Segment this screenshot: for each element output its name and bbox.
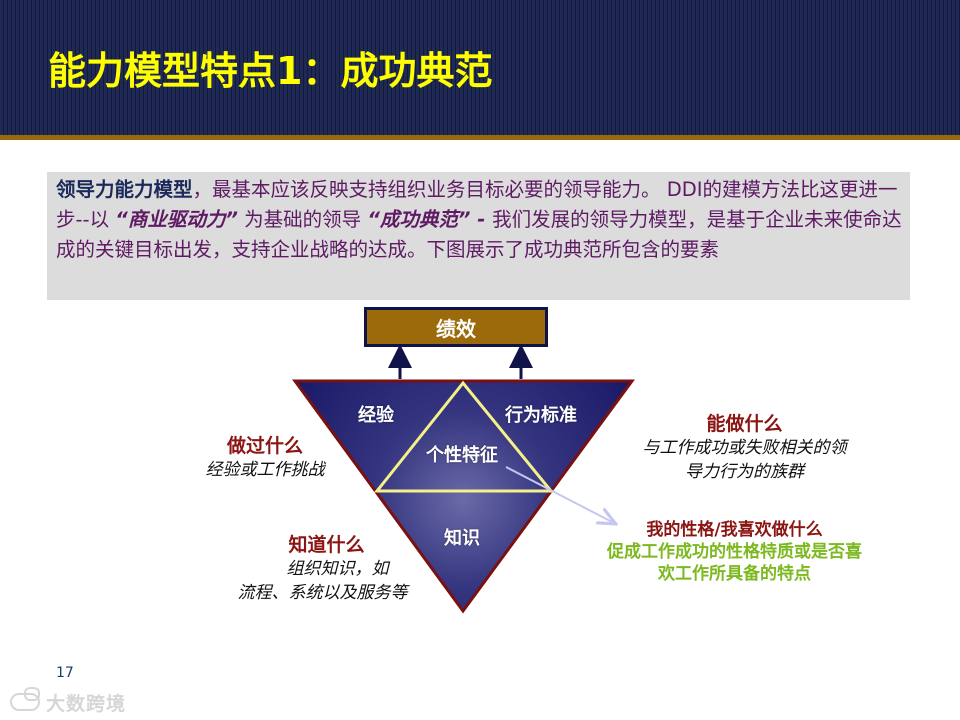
performance-box: 绩效 <box>364 307 548 347</box>
performance-label: 绩效 <box>436 316 476 341</box>
what-know-desc-1: 组织知识，如 <box>286 559 389 579</box>
page-number: 17 <box>56 665 74 681</box>
intro-lead: 领导力能力模型 <box>56 178 193 201</box>
segment-behavior-standard: 行为标准 <box>505 405 577 426</box>
what-can-do-block: 能做什么 与工作成功或失败相关的领 导力行为的族群 <box>612 412 877 484</box>
what-know-desc-2: 流程、系统以及服务等 <box>237 583 408 603</box>
what-have-done-block: 做过什么 经验或工作挑战 <box>175 434 355 482</box>
personality-desc-1: 促成工作成功的性格特质或是否喜 <box>607 542 862 562</box>
title-banner <box>0 0 960 135</box>
segment-personality: 个性特征 <box>426 445 498 466</box>
what-can-do-title: 能做什么 <box>706 413 783 435</box>
personality-title: 我的性格/我喜欢做什么 <box>646 520 823 540</box>
watermark: 大数跨境 <box>10 687 127 715</box>
watermark-logo-icon <box>10 687 40 711</box>
intro-emphasis-success-profile: “成功典范” - <box>367 208 493 231</box>
what-know-block: 知道什么 组织知识，如 流程、系统以及服务等 <box>215 533 430 605</box>
segment-knowledge: 知识 <box>444 528 480 549</box>
watermark-text: 大数跨境 <box>46 692 127 715</box>
title-underline <box>0 135 960 140</box>
inner-personality-triangle <box>373 380 555 493</box>
intro-text-2: 为基础的领导 <box>237 208 368 231</box>
intro-text-1: ，最基本应该反映支持组织业务目标必要的领导能力。 DDI的建模方法比这更进一步-… <box>56 178 898 231</box>
intro-text-box: 领导力能力模型，最基本应该反映支持组织业务目标必要的领导能力。 DDI的建模方法… <box>47 172 910 300</box>
intro-text-3: 我们发展的领导力模型，是基于企业未来使命达成的关键目标出发，支持企业战略的达成。… <box>56 208 902 261</box>
segment-experience: 经验 <box>358 405 394 426</box>
what-have-done-desc: 经验或工作挑战 <box>205 460 325 480</box>
what-can-do-desc-1: 与工作成功或失败相关的领 <box>642 438 847 458</box>
personality-desc-2: 欢工作所具备的特点 <box>658 564 811 584</box>
what-can-do-desc-2: 导力行为的族群 <box>685 462 804 482</box>
pointer-arrow-icon <box>505 466 614 523</box>
personality-block: 我的性格/我喜欢做什么 促成工作成功的性格特质或是否喜 欢工作所具备的特点 <box>572 519 897 585</box>
intro-emphasis-business-driver: “商业驱动力” <box>115 208 238 231</box>
what-have-done-title: 做过什么 <box>226 435 303 457</box>
what-know-title: 知道什么 <box>288 534 365 556</box>
slide-title: 能力模型特点1：成功典范 <box>48 49 493 93</box>
